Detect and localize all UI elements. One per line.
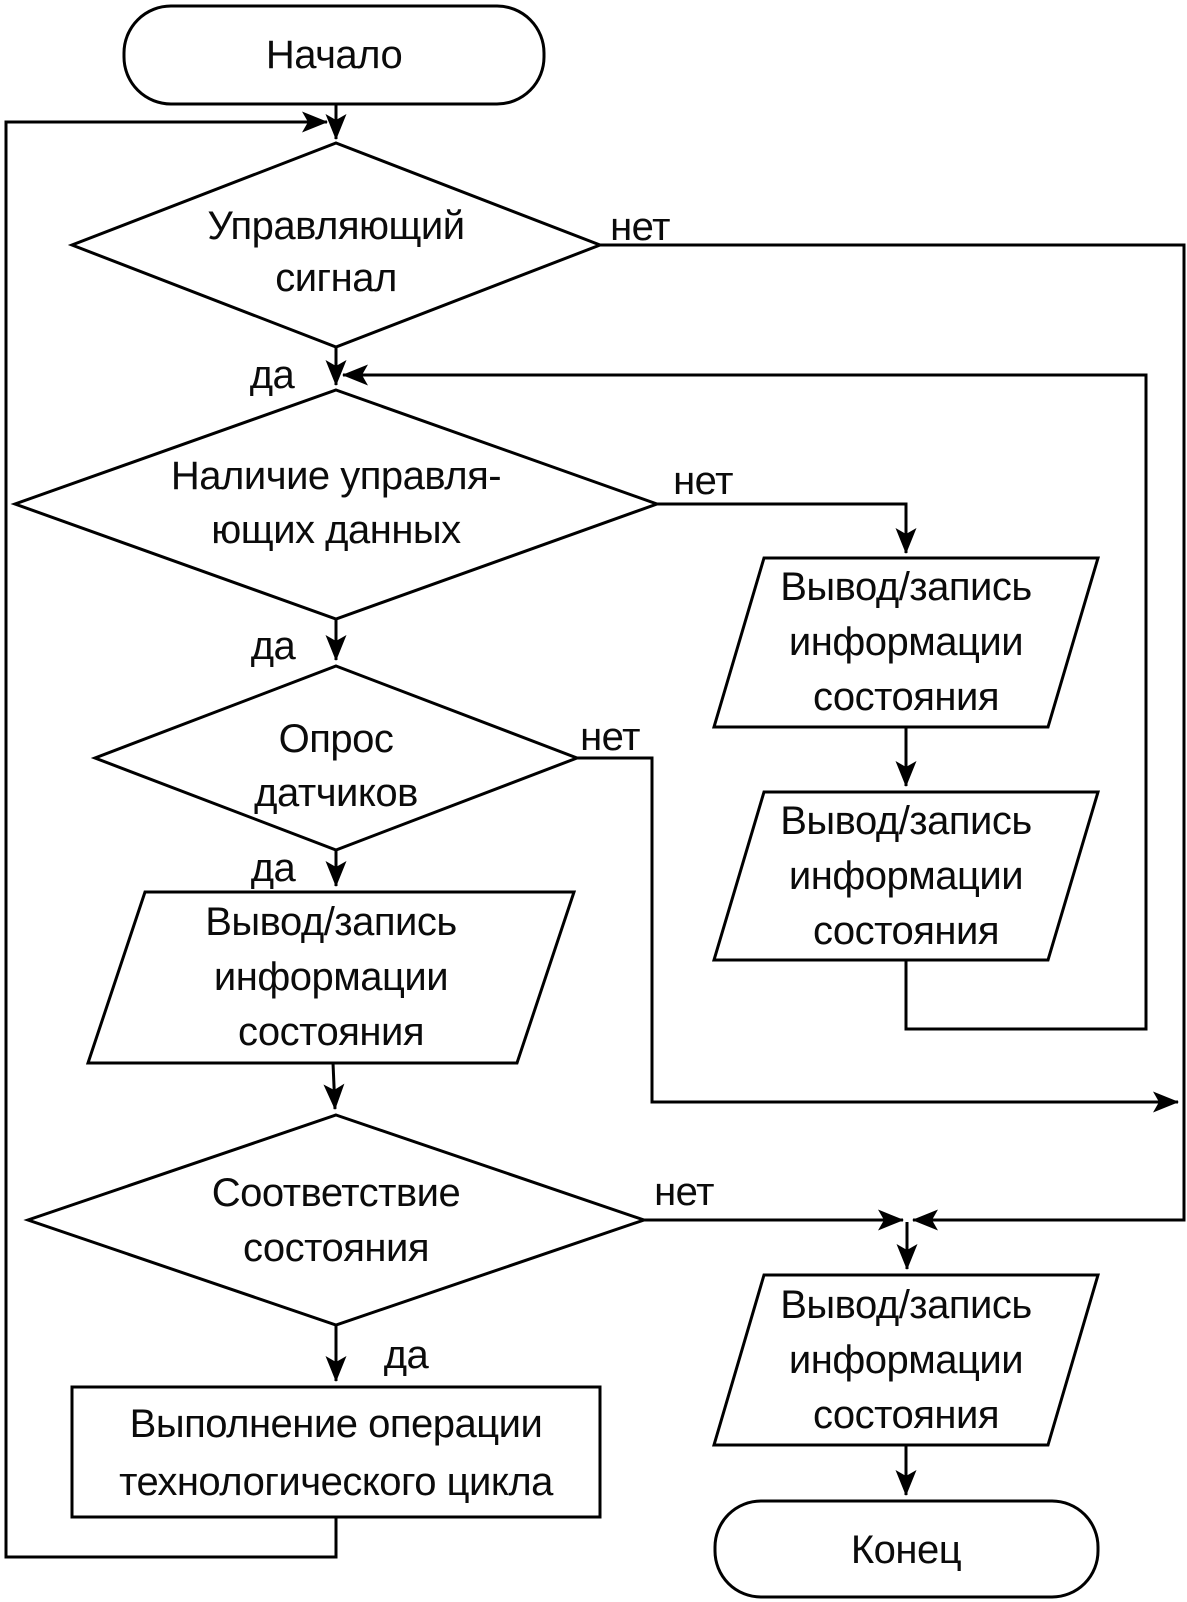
label-no-d3: нет [580, 715, 640, 759]
node-decision-control-signal: Управляющий сигнал [67, 141, 605, 349]
decision-control-signal-line2: сигнал [275, 256, 397, 300]
decision-sensor-polling-shape [90, 664, 582, 852]
process-exec-cycle-shape [70, 1385, 602, 1519]
edge-d3-no-merge-rail [577, 756, 1179, 1113]
io-state-info-right-1-line2: информации [789, 620, 1023, 664]
decision-sensor-polling-line1: Опрос [279, 717, 394, 761]
decision-state-match-line1: Соответствие [212, 1171, 461, 1215]
io-state-info-right-1-line3: состояния [813, 675, 999, 719]
end-label: Конец [851, 1528, 961, 1572]
node-io-state-info-right-1: Вывод/запись информации состояния [711, 556, 1101, 729]
edge-d1-no-right-rail [600, 243, 1186, 1231]
decision-control-data-line2: ющих данных [211, 508, 461, 552]
io-state-info-left-line1: Вывод/запись [205, 900, 456, 944]
node-io-state-info-right-2: Вывод/запись информации состояния [711, 790, 1101, 962]
label-yes-d1: да [250, 353, 296, 397]
decision-control-signal-line1: Управляющий [207, 204, 464, 248]
label-yes-d3: да [251, 846, 297, 890]
process-exec-cycle-line2: технологического цикла [119, 1460, 554, 1504]
io-state-info-right-3-shape [711, 1273, 1101, 1447]
io-state-info-right-3-line2: информации [789, 1338, 1023, 1382]
io-state-info-right-2-line3: состояния [813, 909, 999, 953]
decision-sensor-polling-line2: датчиков [254, 771, 418, 815]
io-state-info-right-1-line1: Вывод/запись [780, 565, 1031, 609]
node-end-terminator: Конец [713, 1499, 1100, 1599]
node-decision-control-data: Наличие управля- ющих данных [10, 388, 662, 621]
node-process-exec-cycle: Выполнение операции технологического цик… [70, 1385, 602, 1519]
edge-io-right2-return-loop [342, 364, 1148, 1031]
io-state-info-left-line3: состояния [238, 1010, 424, 1054]
io-state-info-left-line2: информации [214, 955, 448, 999]
io-state-info-right-2-shape [711, 790, 1101, 962]
label-yes-d2: да [251, 624, 297, 668]
node-decision-sensor-polling: Опрос датчиков [90, 664, 582, 852]
start-label: Начало [266, 33, 402, 77]
label-yes-d4: да [384, 1333, 430, 1377]
decision-control-data-shape [10, 388, 662, 621]
node-io-state-info-right-3: Вывод/запись информации состояния [711, 1273, 1101, 1447]
decision-control-signal-shape [67, 141, 605, 349]
io-state-info-left-shape [85, 890, 577, 1065]
edge-feedback-exec-to-d1 [4, 111, 338, 1559]
decision-state-match-line2: состояния [243, 1226, 429, 1270]
node-start-terminator: Начало [122, 4, 546, 106]
label-no-d4: нет [654, 1170, 714, 1214]
io-state-info-right-3-line1: Вывод/запись [780, 1283, 1031, 1327]
decision-state-match-shape [23, 1113, 649, 1327]
process-exec-cycle-line1: Выполнение операции [130, 1402, 543, 1446]
io-state-info-right-2-line1: Вывод/запись [780, 799, 1031, 843]
io-state-info-right-1-shape [711, 556, 1101, 729]
decision-control-data-line1: Наличие управля- [171, 454, 501, 498]
edge-io-left-to-d4 [323, 1062, 345, 1110]
label-no-d1: нет [610, 205, 670, 249]
end-terminator-shape [713, 1499, 1100, 1599]
edge-d2-no [657, 502, 917, 554]
label-no-d2: нет [673, 459, 733, 503]
node-io-state-info-left: Вывод/запись информации состояния [85, 890, 577, 1065]
node-decision-state-match: Соответствие состояния [23, 1113, 649, 1327]
start-terminator-shape [122, 4, 546, 106]
io-state-info-right-3-line3: состояния [813, 1393, 999, 1437]
io-state-info-right-2-line2: информации [789, 854, 1023, 898]
